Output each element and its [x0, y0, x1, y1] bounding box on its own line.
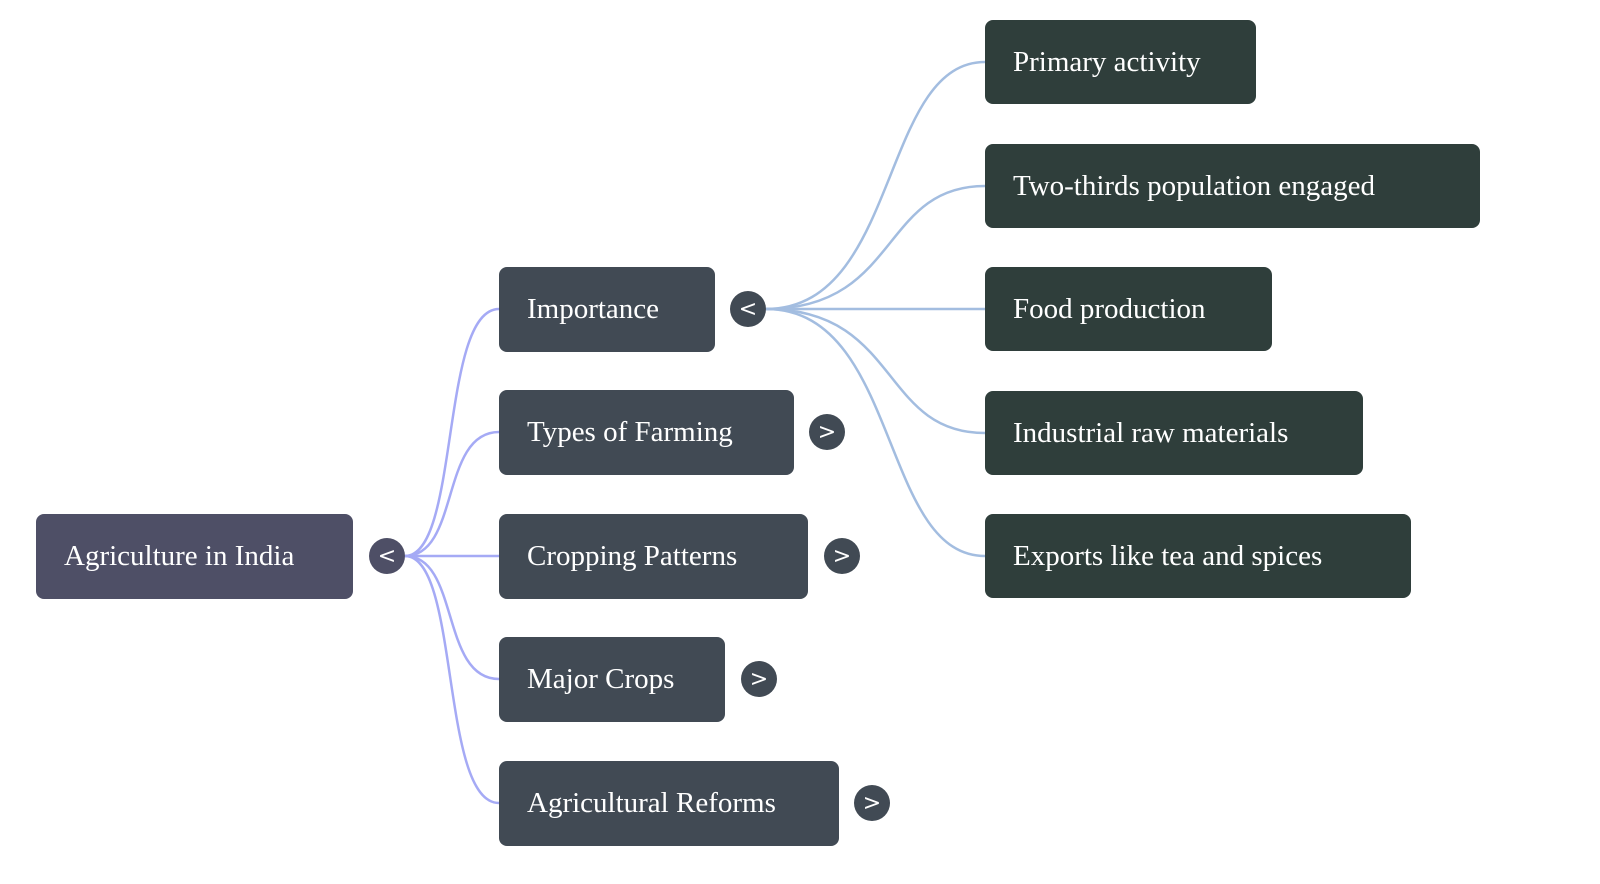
- leaf-label: Industrial raw materials: [1013, 416, 1289, 449]
- branch-node-cropping-patterns[interactable]: Cropping Patterns: [499, 514, 808, 599]
- expand-toggle-agricultural-reforms[interactable]: >: [854, 785, 890, 821]
- leaf-node-two-thirds-population[interactable]: Two-thirds population engaged: [985, 144, 1480, 228]
- branch-node-major-crops[interactable]: Major Crops: [499, 637, 725, 722]
- expand-toggle-types-of-farming[interactable]: >: [809, 414, 845, 450]
- link-importance-twothirds: [765, 184, 986, 311]
- leaf-node-food-production[interactable]: Food production: [985, 267, 1272, 351]
- branch-label: Importance: [527, 293, 660, 325]
- branch-label: Types of Farming: [527, 416, 733, 448]
- link-root-reforms: [404, 554, 500, 805]
- collapse-toggle-root[interactable]: <: [369, 538, 405, 574]
- link-importance-primary: [765, 60, 986, 311]
- link-importance-industrial: [765, 307, 986, 435]
- expand-toggle-major-crops[interactable]: >: [741, 661, 777, 697]
- root-node[interactable]: Agriculture in India: [36, 514, 353, 599]
- root-node-label: Agriculture in India: [64, 540, 295, 572]
- link-root-types: [404, 430, 500, 558]
- link-root-major: [404, 554, 500, 681]
- branch-label: Major Crops: [527, 663, 675, 695]
- leaf-label: Exports like tea and spices: [1013, 539, 1323, 572]
- branch-node-importance[interactable]: Importance: [499, 267, 715, 352]
- branch-node-agricultural-reforms[interactable]: Agricultural Reforms: [499, 761, 839, 846]
- leaf-label: Food production: [1013, 292, 1206, 325]
- collapse-toggle-importance[interactable]: <: [730, 291, 766, 327]
- expand-toggle-cropping-patterns[interactable]: >: [824, 538, 860, 574]
- leaf-label: Primary activity: [1013, 45, 1201, 78]
- leaf-node-exports[interactable]: Exports like tea and spices: [985, 514, 1411, 598]
- branch-label: Agricultural Reforms: [527, 787, 776, 819]
- leaf-node-industrial-raw-materials[interactable]: Industrial raw materials: [985, 391, 1363, 475]
- branch-node-types-of-farming[interactable]: Types of Farming: [499, 390, 794, 475]
- leaf-node-primary-activity[interactable]: Primary activity: [985, 20, 1256, 104]
- link-root-importance: [404, 307, 500, 558]
- leaf-label: Two-thirds population engaged: [1013, 169, 1376, 202]
- branch-label: Cropping Patterns: [527, 540, 738, 572]
- link-importance-exports: [765, 307, 986, 558]
